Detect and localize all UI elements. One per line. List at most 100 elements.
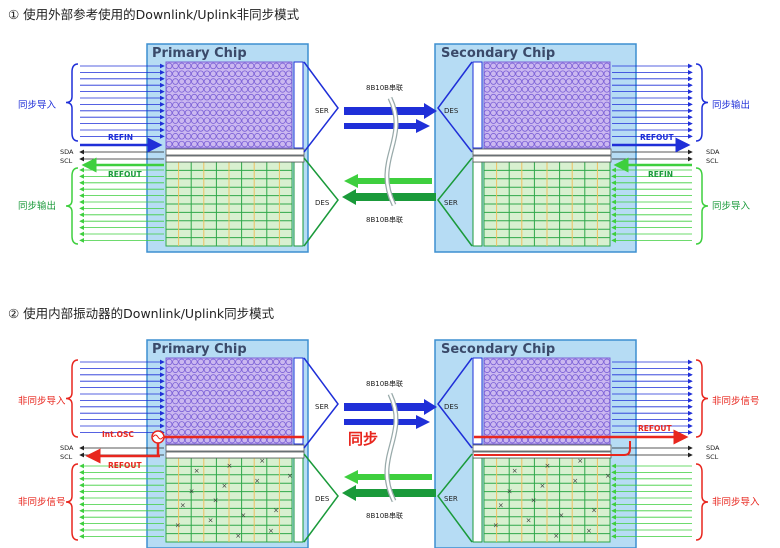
grid-cell [509,125,516,132]
primary-ser-shape [303,61,339,153]
grid-cell [496,70,503,77]
grid-cell [603,389,611,397]
grid-cell [546,78,554,85]
grid-cell [584,62,592,70]
grid-mark: × [498,502,504,510]
grid-cell [546,421,554,428]
grid-cell [528,117,535,124]
grid-cell [559,429,567,436]
grid-cell [528,78,535,85]
grid-mark: × [507,487,513,495]
grid-cell [597,140,604,148]
grid-cell [272,140,280,148]
grid-cell [584,93,592,101]
grid-cell [272,101,280,109]
grid-cell [553,125,560,132]
grid-cell [553,62,560,70]
grid-cell [490,366,497,373]
grid-cell [572,405,579,413]
secondary-sda-bar [472,444,612,452]
grid-mark: × [268,527,274,535]
grid-cell [235,117,242,124]
grid-cell [209,382,217,389]
grid-cell [553,389,560,397]
grid-mark: × [586,527,592,535]
grid-cell [191,389,198,397]
grid-cell [228,358,236,366]
primary-chip-title: Primary Chip [152,342,247,357]
grid-cell [540,133,548,140]
primary-scl-bar [165,451,305,459]
grid-cell [279,366,286,373]
grid-cell [279,117,286,124]
grid-cell [597,382,604,389]
int-osc-wave-icon [152,434,164,440]
grid-cell [222,62,230,70]
secondary-upper-bus [472,61,483,149]
grid-cell [540,429,548,436]
grid-cell [490,397,497,405]
grid-cell [184,62,192,70]
grid-cell [559,413,567,420]
grid-cell [209,413,217,420]
grid-cell [191,117,198,124]
grid-cell [496,86,503,93]
grid-cell [172,117,179,124]
grid-cell [584,86,592,93]
grid-cell [222,140,230,148]
grid-cell [572,374,579,381]
grid-cell [184,389,192,397]
grid-cell [534,366,541,373]
grid-cell [178,358,185,366]
grid-cell [184,70,192,77]
primary-lower-bus [293,161,304,247]
grid-cell [559,374,567,381]
grid-cell [509,358,516,366]
grid-cell [172,86,179,93]
grid-cell [241,109,248,117]
grid-cell [534,421,541,428]
grid-cell [483,358,491,366]
grid-cell [584,389,592,397]
grid-cell [172,133,179,140]
grid-mark: × [493,522,499,530]
left-lower-brace [65,463,79,541]
grid-cell [597,389,604,397]
grid-mark: × [254,477,260,485]
grid-cell [279,374,286,381]
grid-cell [216,429,223,436]
grid-cell [546,405,554,413]
grid-cell [216,133,223,140]
grid-cell [191,93,198,101]
grid-cell [591,125,598,132]
grid-cell [578,78,585,85]
grid-cell [528,366,535,373]
grid-cell [584,117,592,124]
grid-cell [254,366,261,373]
grid-cell [509,101,516,109]
grid-cell [578,429,585,436]
grid-cell [540,358,548,366]
grid-cell [483,421,491,428]
grid-cell [502,366,510,373]
grid-cell [203,366,211,373]
grid-cell [597,429,604,436]
grid-cell [235,405,242,413]
grid-cell [178,125,185,132]
grid-cell [178,62,185,70]
grid-cell [228,366,236,373]
grid-cell [260,93,267,101]
grid-cell [490,109,497,117]
primary-des-label: DES [315,495,330,503]
grid-cell [546,140,554,148]
grid-cell [247,86,255,93]
grid-cell [254,413,261,420]
grid-cell [197,125,204,132]
grid-cell [272,413,280,420]
grid-cell [165,397,173,405]
grid-cell [216,366,223,373]
grid-cell [483,397,491,405]
grid-cell [553,413,560,420]
grid-cell [216,117,223,124]
grid-cell [209,366,217,373]
